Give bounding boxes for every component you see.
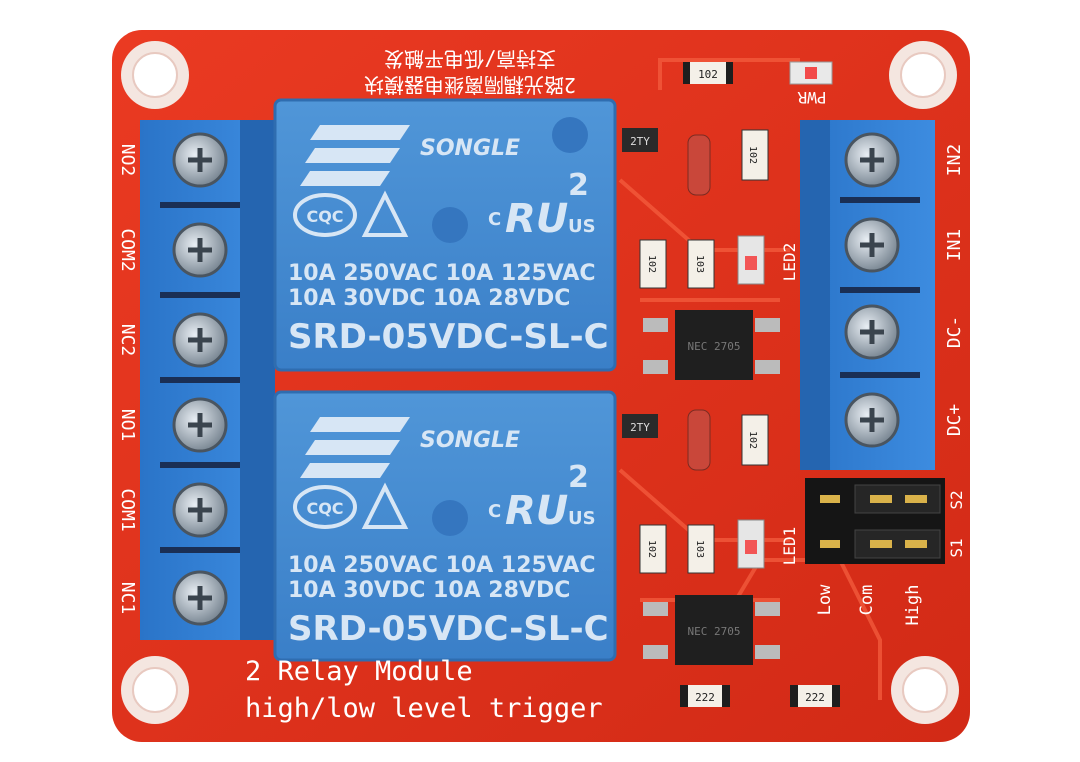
- left-terminal-labels: NO2 COM2 NC2 NO1 COM1 NC1: [117, 144, 138, 615]
- relay-ul-c: C: [488, 501, 501, 522]
- triangle-mark-icon: [361, 190, 409, 237]
- screw-icon: [172, 482, 228, 538]
- terminal-label-dc-plus: DC+: [944, 404, 965, 437]
- smd-components: 102 PWR 2TY 2TY 102 102 102 103 102 103 …: [622, 61, 840, 707]
- resistor-r102-c: 102: [646, 255, 657, 273]
- right-terminal-block: [800, 120, 935, 470]
- relay-rating1: 10A 250VAC 10A 125VAC: [288, 553, 596, 578]
- screw-icon: [172, 312, 228, 368]
- resistor-r222-b: 222: [805, 691, 825, 704]
- relay-bottom: SONGLE CQC C RU 2 US 10A 250VAC 10A 125V…: [273, 390, 617, 662]
- chinese-line1: 2路光耦隔离继电器模块: [364, 73, 576, 97]
- jumper-pin-s1: S1: [947, 538, 966, 557]
- screw-icon: [844, 217, 900, 273]
- jumper-labels: Low Com High: [815, 584, 923, 626]
- relay-cqc: CQC: [306, 499, 343, 518]
- relay-ul-num: 2: [568, 460, 589, 495]
- ul-logo-icon: RU: [505, 196, 568, 242]
- relay-ul-us: US: [568, 508, 596, 529]
- left-terminal-screws: [172, 132, 228, 626]
- jumper-pin-labels: S2 S1: [947, 490, 966, 557]
- relay-rating2: 10A 30VDC 10A 28VDC: [288, 286, 570, 311]
- chinese-line2: 支持高/低电平触发: [384, 47, 556, 71]
- resistor-r222-a: 222: [695, 691, 715, 704]
- terminal-label-in1: IN1: [944, 229, 965, 262]
- resistor-r103-a: 103: [694, 255, 705, 273]
- songle-logo-icon: [300, 417, 410, 478]
- relay-model: SRD-05VDC-SL-C: [288, 317, 609, 357]
- relay-ul-num: 2: [568, 168, 589, 203]
- jumper-label-com: Com: [857, 585, 877, 616]
- terminal-label-dc-minus: DC-: [944, 316, 965, 349]
- jumper-label-high: High: [903, 585, 923, 626]
- screw-icon: [844, 392, 900, 448]
- optocoupler-top: NEC 2705: [688, 340, 741, 353]
- screw-icon: [172, 570, 228, 626]
- jumper-label-low: Low: [815, 584, 835, 615]
- transistor-top: 2TY: [630, 135, 650, 148]
- relay-brand: SONGLE: [420, 428, 520, 453]
- left-terminal-block: [140, 120, 275, 640]
- optocoupler-bottom: NEC 2705: [688, 625, 741, 638]
- relay-model: SRD-05VDC-SL-C: [288, 609, 609, 649]
- terminal-label-no2: NO2: [117, 144, 138, 177]
- screw-icon: [172, 397, 228, 453]
- relay-cqc: CQC: [306, 207, 343, 226]
- screw-icon: [172, 222, 228, 278]
- transistor-bottom: 2TY: [630, 421, 650, 434]
- resistor-r102-d: 102: [646, 540, 657, 558]
- terminal-label-nc1: NC1: [117, 582, 138, 615]
- relay-top: SONGLE CQC C RU 2 US 10A 250VAC 10A 125V…: [273, 98, 617, 372]
- relay-rating2: 10A 30VDC 10A 28VDC: [288, 578, 570, 603]
- right-terminal-labels: IN2 IN1 DC- DC+: [944, 144, 965, 437]
- terminal-label-no1: NO1: [117, 409, 138, 442]
- chinese-silkscreen: 2路光耦隔离继电器模块 支持高/低电平触发: [364, 47, 576, 97]
- cqc-logo-icon: [293, 485, 357, 529]
- board-title-line2: high/low level trigger: [245, 693, 603, 724]
- relay-rating1: 10A 250VAC 10A 125VAC: [288, 261, 596, 286]
- resistor-r102-a: 102: [747, 146, 758, 164]
- jumper-header: [805, 478, 945, 564]
- screw-icon: [844, 132, 900, 188]
- screw-icon: [844, 304, 900, 360]
- songle-logo-icon: [300, 125, 410, 186]
- led1-label: LED1: [780, 527, 799, 566]
- terminal-label-in2: IN2: [944, 144, 965, 177]
- terminal-label-com1: COM1: [117, 488, 138, 531]
- board-title-line1: 2 Relay Module: [245, 656, 473, 687]
- resistor-top: 102: [698, 68, 718, 81]
- mounting-holes: [121, 41, 959, 724]
- triangle-mark-icon: [361, 482, 409, 529]
- resistor-r102-b: 102: [747, 431, 758, 449]
- terminal-label-com2: COM2: [117, 228, 138, 271]
- relay-ul-us: US: [568, 216, 596, 237]
- screw-icon: [172, 132, 228, 188]
- relay-ul-c: C: [488, 209, 501, 230]
- jumper-pin-s2: S2: [947, 490, 966, 509]
- led2-label: LED2: [780, 243, 799, 282]
- ul-logo-icon: RU: [505, 488, 568, 534]
- terminal-label-nc2: NC2: [117, 324, 138, 357]
- cqc-logo-icon: [293, 193, 357, 237]
- relay-brand: SONGLE: [420, 136, 520, 161]
- resistor-r103-b: 103: [694, 540, 705, 558]
- pwr-label: PWR: [797, 88, 826, 107]
